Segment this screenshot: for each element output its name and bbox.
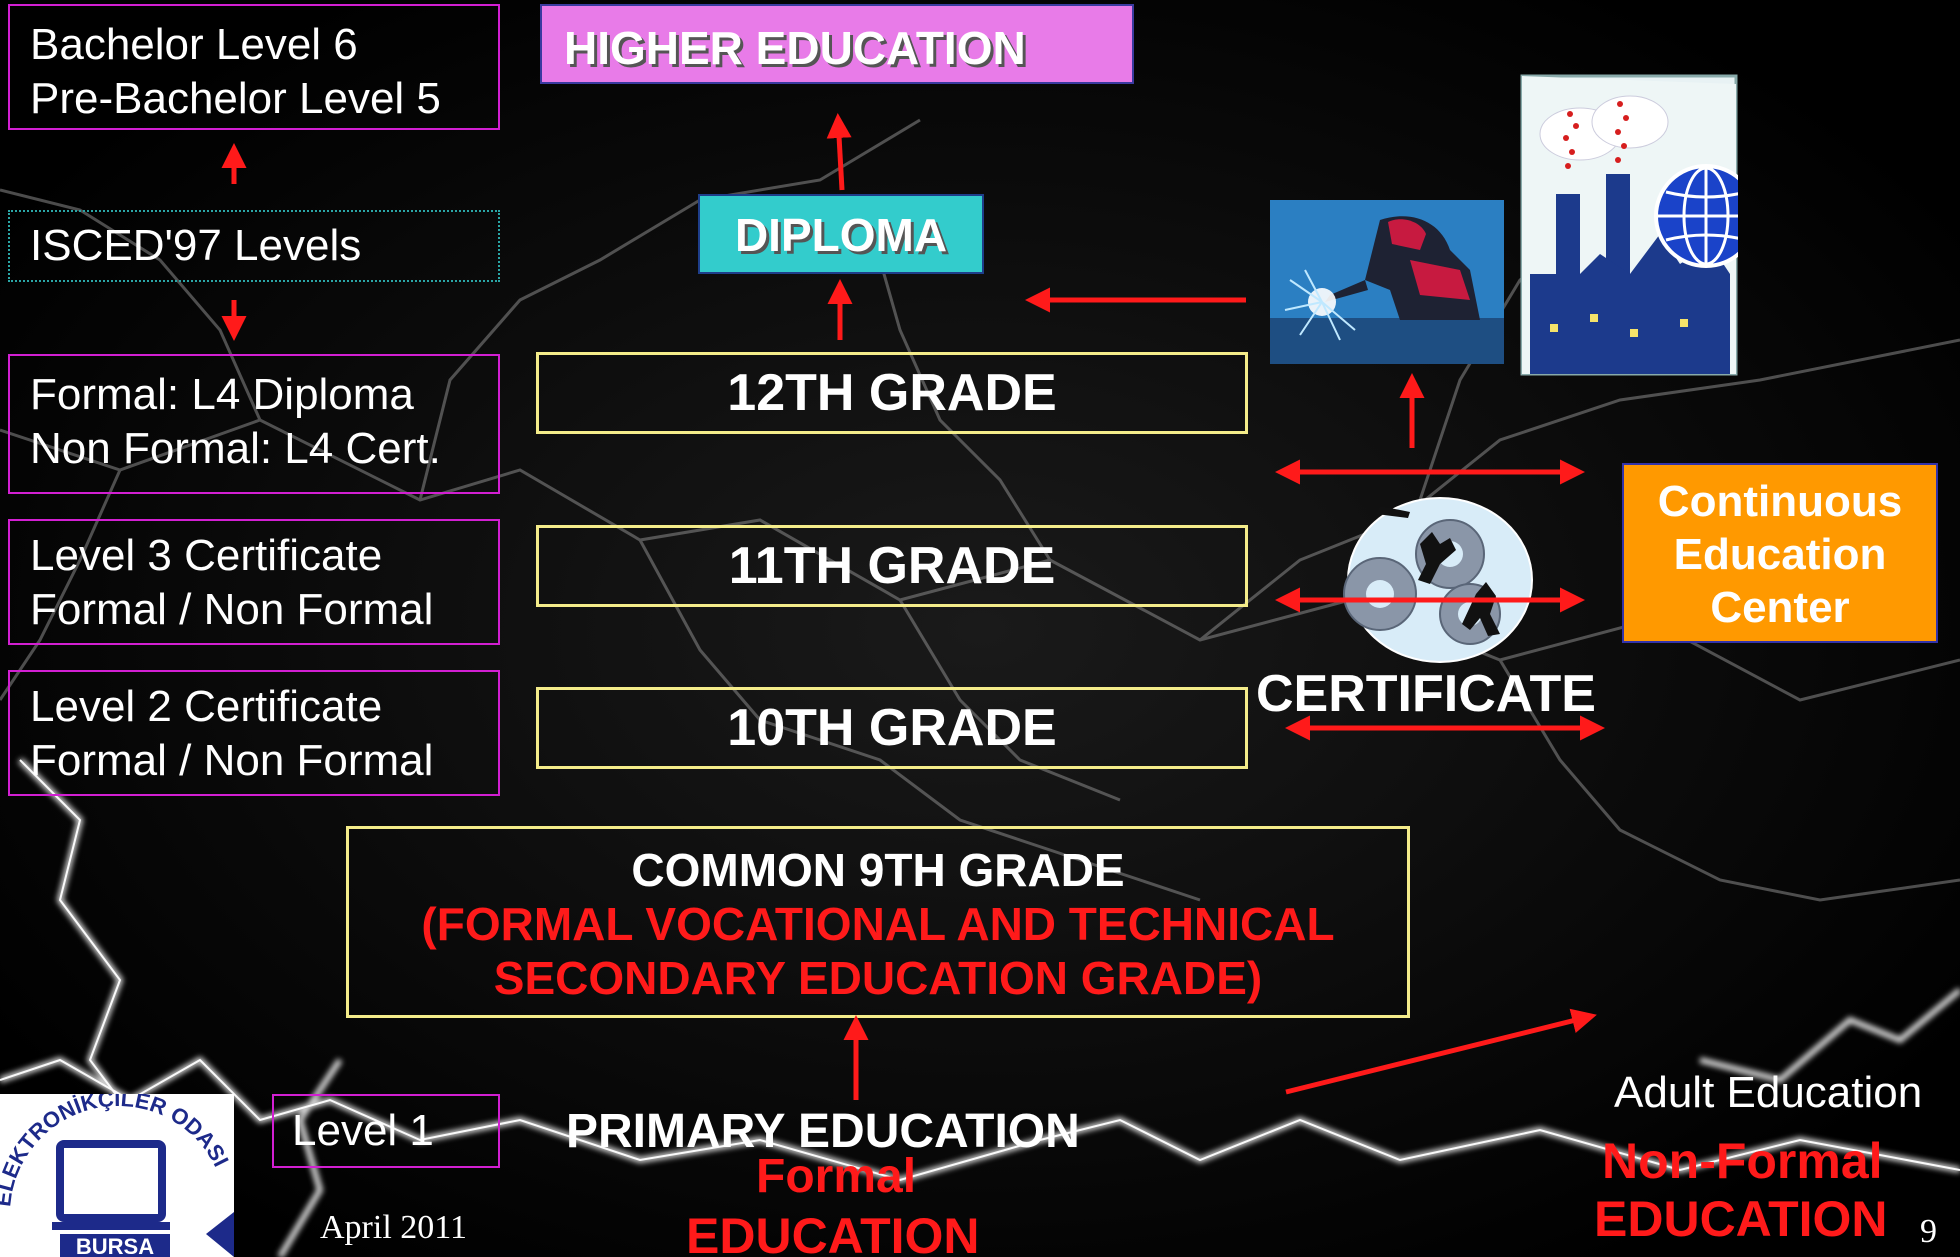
formal-label: Formal (756, 1150, 917, 1203)
bachelor-level-text: Bachelor Level 6 (30, 20, 358, 69)
factory-globe-clipart (1520, 74, 1738, 376)
globe-icon (1658, 166, 1738, 266)
common-9th-grade-box: COMMON 9TH GRADE (FORMAL VOCATIONAL AND … (346, 826, 1410, 1018)
grade-10-box: 10TH GRADE (536, 687, 1248, 769)
higher-education-text: HIGHER EDUCATION (564, 22, 1026, 74)
diploma-text: DIPLOMA (734, 209, 948, 261)
non-formal-label: Non-Formal (1602, 1133, 1883, 1189)
bachelor-level-box: Bachelor Level 6 Pre-Bachelor Level 5 (8, 4, 500, 130)
level1-box: Level 1 (272, 1094, 500, 1168)
level2-box: Level 2 Certificate Formal / Non Formal (8, 670, 500, 796)
page-number: 9 (1920, 1213, 1937, 1250)
level2-sub-text: Formal / Non Formal (30, 736, 434, 785)
common-9th-grade-sub1: (FORMAL VOCATIONAL AND TECHNICAL (421, 898, 1335, 950)
formal-education-label: EDUCATION (686, 1208, 980, 1257)
grade-11-text: 11TH GRADE (728, 537, 1056, 595)
higher-education-box: HIGHER EDUCATION (540, 4, 1134, 84)
grade-12-text: 12TH GRADE (727, 364, 1057, 422)
primary-education-label: PRIMARY EDUCATION (566, 1105, 1080, 1158)
l4-box: Formal: L4 Diploma Non Formal: L4 Cert. (8, 354, 500, 494)
formal-l4-text: Formal: L4 Diploma (30, 370, 414, 419)
continuous-text: Continuous (1657, 477, 1903, 526)
level3-sub-text: Formal / Non Formal (30, 585, 434, 634)
nonformal-l4-text: Non Formal: L4 Cert. (30, 424, 441, 473)
elektronikciler-odasi-logo: ELEKTRONİKÇİLER ODASI BURSA (0, 1086, 234, 1257)
common-9th-grade-sub2: SECONDARY EDUCATION GRADE) (493, 952, 1263, 1004)
certificate-label: CERTIFICATE (1256, 665, 1596, 723)
grade-12-box: 12TH GRADE (536, 352, 1248, 434)
center-text: Center (1710, 583, 1850, 632)
education-text: Education (1673, 530, 1887, 579)
logo-bursa-text: BURSA (76, 1234, 154, 1257)
level3-text: Level 3 Certificate (30, 531, 383, 580)
computer-icon (56, 1140, 166, 1222)
level1-text: Level 1 (292, 1106, 434, 1155)
level2-text: Level 2 Certificate (30, 682, 383, 731)
continuous-education-center-box: Continuous Education Center (1622, 463, 1938, 643)
isced-levels-box: ISCED'97 Levels (8, 210, 500, 282)
date-label: April 2011 (320, 1209, 468, 1246)
pre-bachelor-level-text: Pre-Bachelor Level 5 (30, 74, 441, 123)
non-formal-education-label: EDUCATION (1594, 1191, 1888, 1247)
welder-clipart (1270, 200, 1504, 364)
common-9th-grade-title: COMMON 9TH GRADE (631, 844, 1125, 896)
logo-graphic: ELEKTRONİKÇİLER ODASI BURSA (0, 1086, 234, 1257)
arrow-nonformal-to-adult (1285, 1008, 1597, 1095)
grade-11-box: 11TH GRADE (536, 525, 1248, 607)
isced-levels-title: ISCED'97 Levels (30, 221, 362, 270)
adult-education-label: Adult Education (1614, 1068, 1923, 1117)
grade-10-text: 10TH GRADE (727, 699, 1057, 757)
arrow-diploma-to-higher-ed (826, 113, 852, 191)
diploma-box: DIPLOMA (698, 194, 984, 274)
level3-box: Level 3 Certificate Formal / Non Formal (8, 519, 500, 645)
